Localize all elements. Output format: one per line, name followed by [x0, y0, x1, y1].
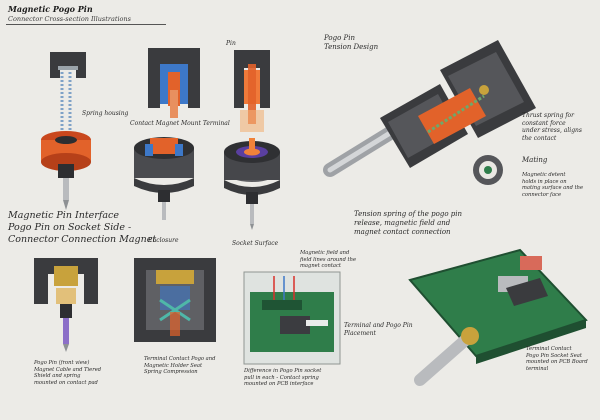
enclosure-assembly: [134, 137, 194, 220]
label-pin-callout: Pin: [226, 40, 236, 47]
thrust-note: Thrust spring for constant force under s…: [522, 112, 582, 142]
cutaway-block: [134, 258, 216, 342]
mating-label: Mating: [522, 156, 548, 164]
cube-connector: [34, 258, 98, 352]
label-magnet-mount: Contact Magnet Mount Terminal: [130, 120, 230, 127]
part-front-note: Pogo Pin (front view) Magnet Cable and T…: [34, 360, 102, 386]
pcb-bottom-note: Difference in Pogo Pin socket pull in ea…: [244, 368, 322, 387]
socket-surface-assembly: [224, 138, 280, 230]
pogo-pin-cross-section: [323, 40, 536, 185]
magnet-mount-housing: [148, 48, 200, 118]
board-note: Terminal Contact Pogo Pin Socket Seat mo…: [526, 346, 588, 372]
sensor-label: Terminal and Pogo Pin Placement: [344, 322, 413, 337]
label-socket-surface: Socket Surface: [232, 240, 279, 247]
active-contact-housing: [234, 50, 270, 132]
pogo-pin-exploded-view: [41, 52, 91, 210]
header-divider: [6, 24, 166, 25]
mating-note: Magnetic detent holds in place on mating…: [522, 172, 584, 198]
label-enclosure: Enclosure: [148, 237, 179, 244]
label-spring-housing: Spring housing: [82, 110, 129, 117]
board-with-cable: [408, 248, 588, 386]
tension-note: Tension spring of the pogo pin release, …: [354, 210, 462, 236]
terminal-note: Terminal Contact Pogo and Magnetic Holde…: [144, 356, 216, 375]
pcb-top-note: Magnetic field and field lines around th…: [300, 250, 357, 269]
magnetic-pin-heading: Magnetic Pin Interface Pogo Pin on Socke…: [8, 210, 157, 245]
pcb-panel: [243, 271, 341, 365]
page-title: Magnetic Pogo Pin: [8, 4, 93, 14]
page-subtitle: Connector Cross-section Illustrations: [8, 15, 131, 23]
pogo-pin-title: Pogo Pin Tension Design: [324, 34, 379, 51]
